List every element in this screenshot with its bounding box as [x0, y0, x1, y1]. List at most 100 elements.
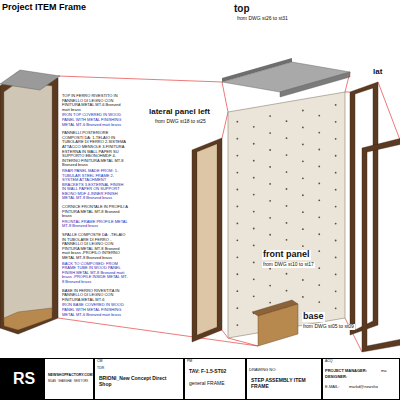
title-block-text: MILAN · SHANGHAI · NEW YORK [48, 381, 88, 384]
notes-column: TOP IN FERRO RIVESTITO IN PANNELLO DI LE… [62, 94, 128, 321]
perforation [302, 144, 304, 146]
perforation [253, 245, 255, 247]
logo-box: RS [0, 358, 44, 400]
perforation [269, 183, 271, 185]
perforation [318, 301, 320, 303]
perforation [269, 268, 271, 270]
perforation [236, 324, 238, 326]
perforation [318, 115, 320, 117]
top-shelf [222, 58, 350, 97]
title-block-text: CM [97, 360, 102, 364]
title-block-text: DRAWING NO: [249, 368, 276, 372]
perforation [286, 154, 288, 156]
perforation [286, 273, 288, 275]
perforation [269, 234, 271, 236]
perforation [253, 126, 255, 128]
perforation [318, 149, 320, 151]
perforation [269, 302, 271, 304]
logo-text: RS [13, 370, 35, 388]
title-block-text: ma [381, 369, 387, 373]
perforation [318, 216, 320, 218]
perforation [335, 290, 337, 292]
perforation [286, 171, 288, 173]
perforation [335, 172, 337, 174]
perforation [286, 239, 288, 241]
perforation [318, 233, 320, 235]
perforation [269, 115, 271, 117]
perforation [302, 160, 304, 162]
perforation [286, 290, 288, 292]
material-note: TOP IN FERRO RIVESTITO IN PANNELLO DI LE… [62, 94, 128, 112]
perforation [236, 172, 238, 174]
title-block-text: BRIONI_New Concept Direct Shop [99, 376, 179, 387]
perforation [236, 206, 238, 208]
perforation [269, 132, 271, 134]
perforation [335, 257, 337, 259]
lateral-panel-left [192, 138, 222, 342]
perforation [269, 166, 271, 168]
perforation [302, 127, 304, 129]
perforation [269, 217, 271, 219]
title-block-cell: ACQPROJECT MANAGER:DESIGNER:E-MAIL:mamar… [322, 358, 400, 400]
title-block-text: TAV: F-1.5-ST02 [189, 369, 226, 375]
perforation [335, 223, 337, 225]
perforation [335, 206, 337, 208]
assembled-frame [0, 70, 60, 334]
material-note: REAR PANEL MADE FROM: 1-TUBULAR STEEL FR… [62, 169, 128, 201]
part-name: front panel [262, 250, 311, 260]
title-block-text: PROJECT MANAGER: [325, 369, 367, 373]
perforation [286, 205, 288, 207]
drawing-title: Project ITEM Frame [2, 3, 86, 13]
perforation [236, 121, 238, 123]
title-block-text: STEP ASSEMBLY ITEM FRAME [251, 378, 319, 389]
perforation [318, 284, 320, 286]
perforation [318, 166, 320, 168]
perforation [236, 307, 238, 309]
title-block-text: ACQ [325, 360, 333, 364]
perforation [236, 223, 238, 225]
perforation [335, 155, 337, 157]
title-block-cell: PMTAV: F-1.5-ST02general FRAME [184, 358, 246, 400]
title-block-text: markd@newsho [349, 385, 378, 389]
perforation [335, 189, 337, 191]
perforation [253, 228, 255, 230]
perforation [269, 200, 271, 202]
title-block-cell: CM TDR BRIONI_New Concept Direct Shop [94, 358, 184, 400]
perforation [286, 222, 288, 224]
material-note: CORNICE FRONTALE IN PROFILI A PINTURA ME… [62, 205, 128, 219]
part-name: lat [372, 68, 383, 77]
perforation [318, 183, 320, 185]
base-slab [252, 300, 298, 346]
perforation [253, 262, 255, 264]
drawing-reference: from DWG st18 to st25 [154, 119, 207, 125]
perforation [335, 240, 337, 242]
perforation [318, 267, 320, 269]
perforation [302, 228, 304, 230]
perforation [253, 160, 255, 162]
perforation [302, 194, 304, 196]
perforation [335, 121, 337, 123]
material-note: IRON BASE COVERED IN WOOD PANEL WITH MET… [62, 303, 128, 317]
material-note: PANNELLI POSTERIORE COMPOSTI DA: 1-TELAI… [62, 131, 128, 168]
rear-panel [228, 92, 345, 338]
perforation [286, 188, 288, 190]
perforation [236, 290, 238, 292]
title-block-text: NEWSHOPFACTORY.COM [48, 374, 93, 378]
perforation [236, 189, 238, 191]
material-note: FRONTAL FRAME PROFILE METAL MT-8 Bronzed… [62, 220, 128, 229]
drawing-reference: from DWG st26 to st31 [236, 16, 289, 22]
perforation [302, 177, 304, 179]
alignment-lines [58, 72, 400, 352]
perforation [253, 177, 255, 179]
perforation [318, 250, 320, 252]
perforation [318, 132, 320, 134]
perforation [302, 110, 304, 112]
perforation [253, 143, 255, 145]
material-note: SPALLE COMPOSTE DA: -TELAIO IN TUBOLARE … [62, 233, 128, 261]
perforation [335, 307, 337, 309]
perforation [302, 279, 304, 281]
perforation [236, 239, 238, 241]
title-block-text: TDR [97, 367, 104, 371]
perforation [236, 256, 238, 258]
perforation [253, 211, 255, 213]
